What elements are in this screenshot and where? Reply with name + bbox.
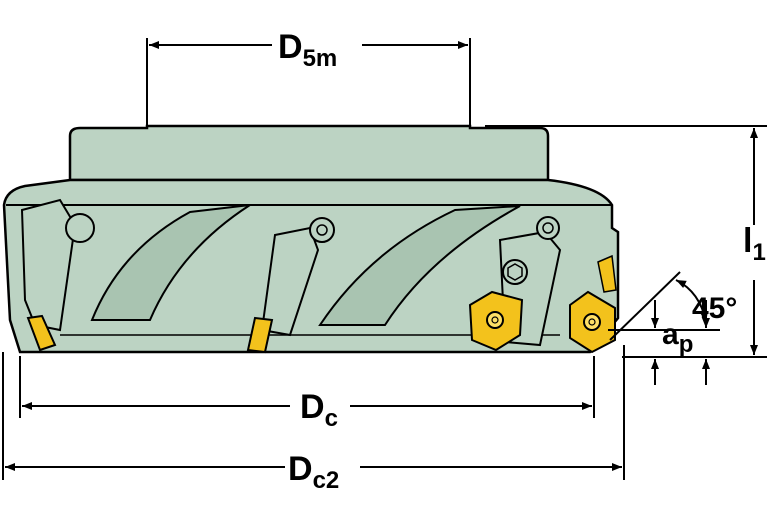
cutting-insert-icon: [26, 254, 617, 354]
chip-flute-2: [318, 205, 521, 326]
label-ap: ap: [662, 318, 693, 358]
dimension-lines: [2, 38, 767, 480]
insert-seat-1: [20, 198, 77, 332]
label-d5m: D5m: [278, 28, 337, 72]
insert-seat-2: [260, 226, 320, 337]
cutter-hub: [68, 124, 550, 182]
cutter-body: [2, 124, 620, 354]
clamp-screw-icon: [65, 213, 560, 285]
label-dc: Dc: [300, 388, 338, 432]
chip-flute-1: [90, 204, 251, 321]
label-l1: l1: [743, 222, 766, 266]
label-dc2: Dc2: [288, 450, 339, 494]
label-angle: 45°: [692, 292, 737, 325]
